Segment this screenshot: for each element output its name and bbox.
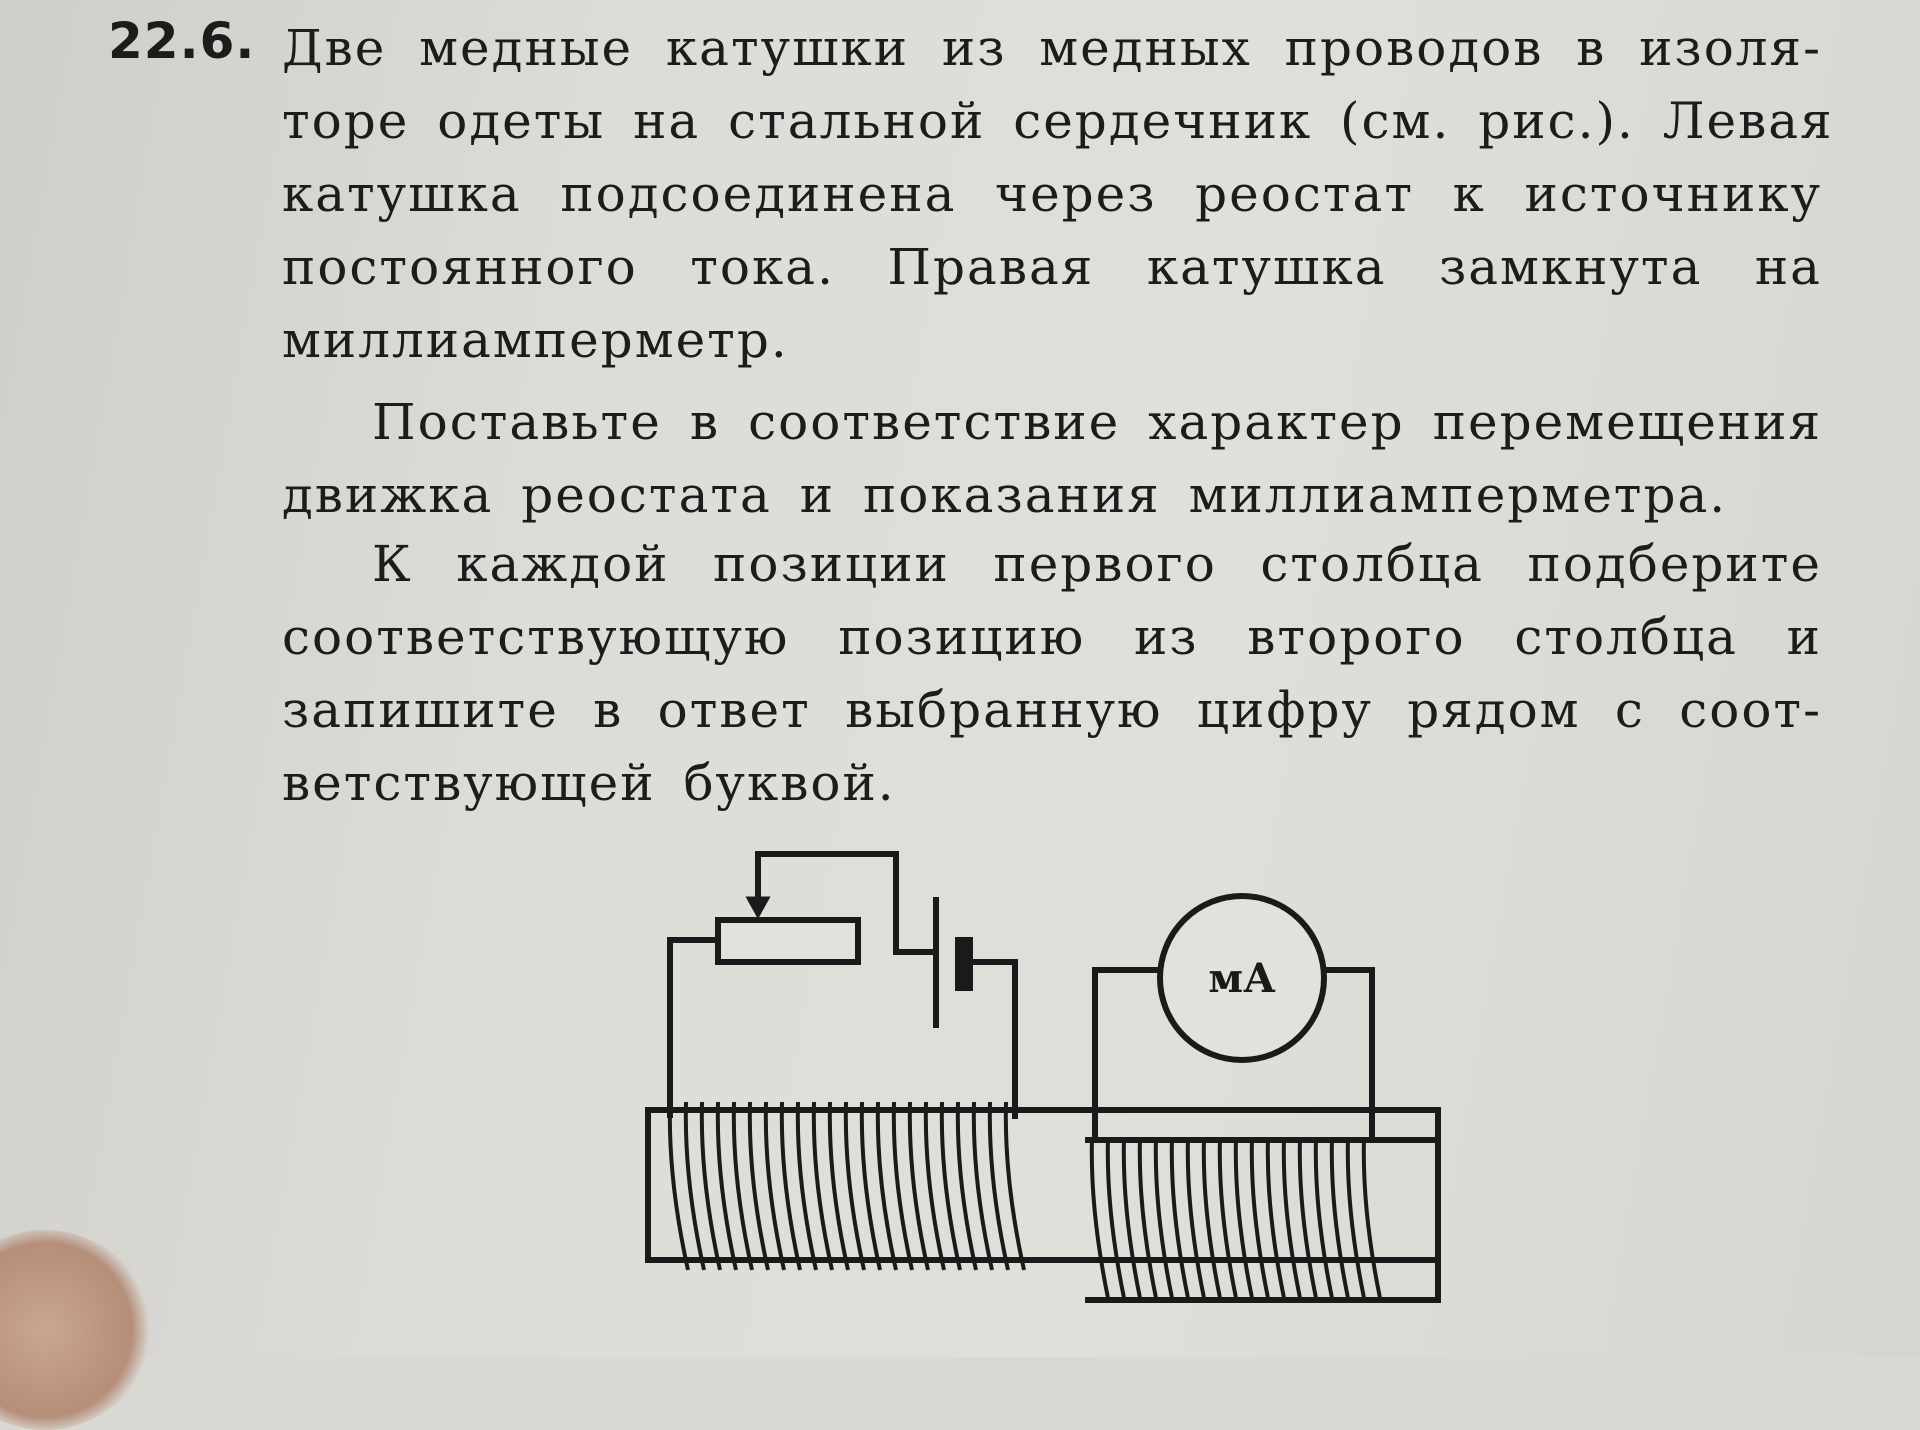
right-coil (1089, 1137, 1382, 1299)
problem-paragraph-2: Поставьте в соответствие характер переме… (282, 386, 1822, 532)
milliammeter-label: мА (1208, 955, 1276, 1002)
rheostat (715, 917, 861, 965)
text-line: запишите в ответ выбранную цифру рядом с… (282, 681, 1822, 739)
text-line: Две медные катушки из медных проводов в … (282, 19, 1822, 77)
text-line: ветствующей буквой. (282, 754, 896, 812)
left-coil-lead-left (667, 937, 721, 1118)
text-line: миллиамперметр. (282, 311, 789, 369)
text-line: Поставьте в соответствие характер переме… (372, 393, 1822, 451)
text-line: катушка подсоединена через реостат к ист… (282, 165, 1822, 223)
core-right-section (1085, 1137, 1441, 1303)
text-line: К каждой позиции первого столбца подбери… (372, 535, 1822, 593)
text-line: торе одеты на стальной сердечник (см. ри… (282, 92, 1834, 150)
right-coil-lead-right (1321, 967, 1375, 1143)
problem-paragraph-1: Две медные катушки из медных проводов в … (282, 12, 1834, 377)
finger-shadow (0, 1230, 150, 1430)
left-coil (667, 1101, 1026, 1271)
problem-paragraph-3: К каждой позиции первого столбца подбери… (282, 528, 1822, 820)
text-line: постоянного тока. Правая катушка замкнут… (282, 238, 1822, 296)
right-coil-lead-left (1092, 967, 1163, 1143)
left-coil-lead-right (967, 959, 1018, 1119)
text-line: соответствующую позицию из второго столб… (282, 608, 1822, 666)
rheostat-slider-arrow (745, 896, 771, 920)
milliammeter (1157, 893, 1327, 1063)
circuit-diagram: мА (645, 851, 1441, 1303)
rheostat-slider-wire (755, 851, 933, 955)
problem-number: 22.6. (108, 12, 256, 70)
text-line: движка реостата и показания миллиамперме… (282, 466, 1728, 524)
